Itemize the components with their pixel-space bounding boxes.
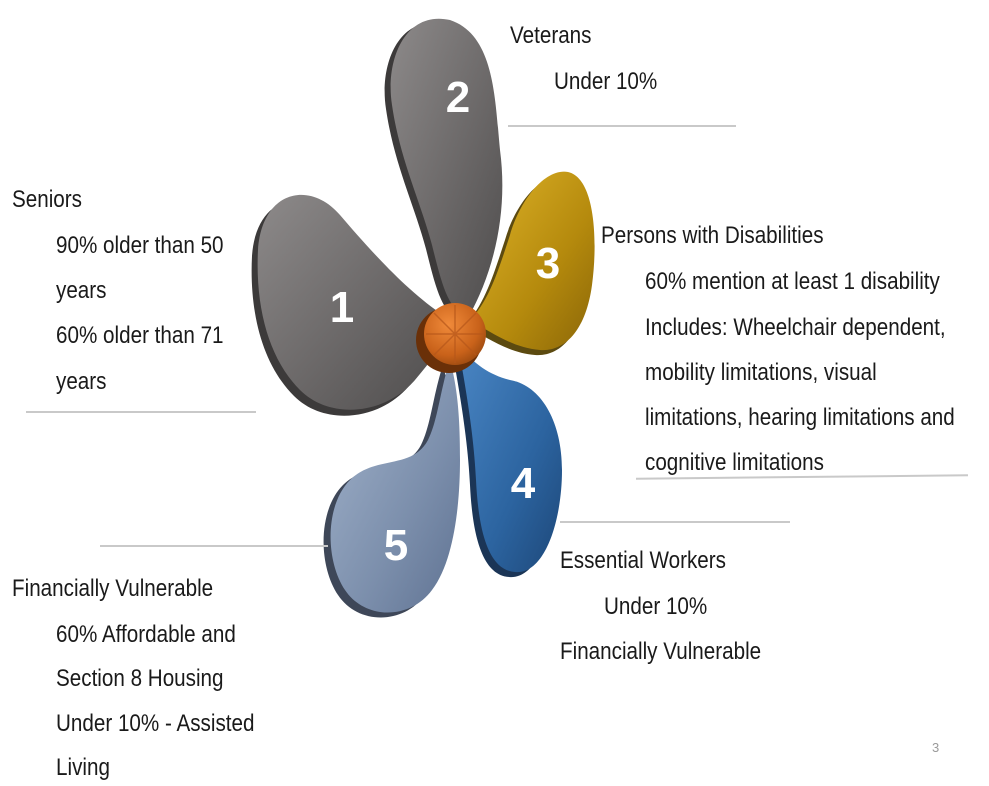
essential-line-1: Under 10% (604, 593, 708, 620)
financial-line-3: Under 10% - Assisted (56, 710, 255, 737)
connector-line-essential (560, 521, 790, 523)
veterans-line-1: Under 10% (554, 68, 658, 95)
disabilities-line-5: cognitive limitations (645, 449, 824, 476)
page-number: 3 (932, 740, 940, 755)
connector-line-financial (100, 545, 328, 547)
essential-title: Essential Workers (560, 547, 726, 574)
financial-line-2: Section 8 Housing (56, 665, 224, 692)
petal-1-seniors (251, 194, 448, 416)
petal-number-5: 5 (384, 521, 408, 570)
petal-number-3: 3 (536, 239, 560, 288)
disabilities-line-2: Includes: Wheelchair dependent, (645, 314, 946, 341)
disabilities-title: Persons with Disabilities (601, 222, 824, 249)
financial-title: Financially Vulnerable (12, 575, 214, 602)
seniors-line-1: 90% older than 50 (56, 232, 224, 259)
disabilities-line-1: 60% mention at least 1 disability (645, 268, 940, 295)
disabilities-line-3: mobility limitations, visual (645, 359, 877, 386)
connector-line-veterans (508, 125, 736, 127)
petal-4-essential (452, 345, 562, 578)
petal-5-financial (323, 360, 460, 618)
flower-center (416, 303, 486, 373)
petal-3-disabilities (465, 171, 595, 356)
petal-number-4: 4 (511, 459, 536, 508)
petal-number-1: 1 (330, 283, 354, 332)
petal-number-2: 2 (446, 73, 470, 122)
seniors-title: Seniors (12, 186, 82, 213)
connector-line-seniors (26, 411, 256, 413)
seniors-line-4: years (56, 368, 107, 395)
financial-line-1: 60% Affordable and (56, 621, 236, 648)
petal-2-veterans (384, 18, 503, 322)
essential-line-2: Financially Vulnerable (560, 638, 762, 665)
seniors-line-2: years (56, 277, 107, 304)
disabilities-line-4: limitations, hearing limitations and (645, 404, 955, 431)
financial-line-4: Living (56, 754, 110, 781)
seniors-line-3: 60% older than 71 (56, 322, 224, 349)
veterans-title: Veterans (510, 22, 592, 49)
